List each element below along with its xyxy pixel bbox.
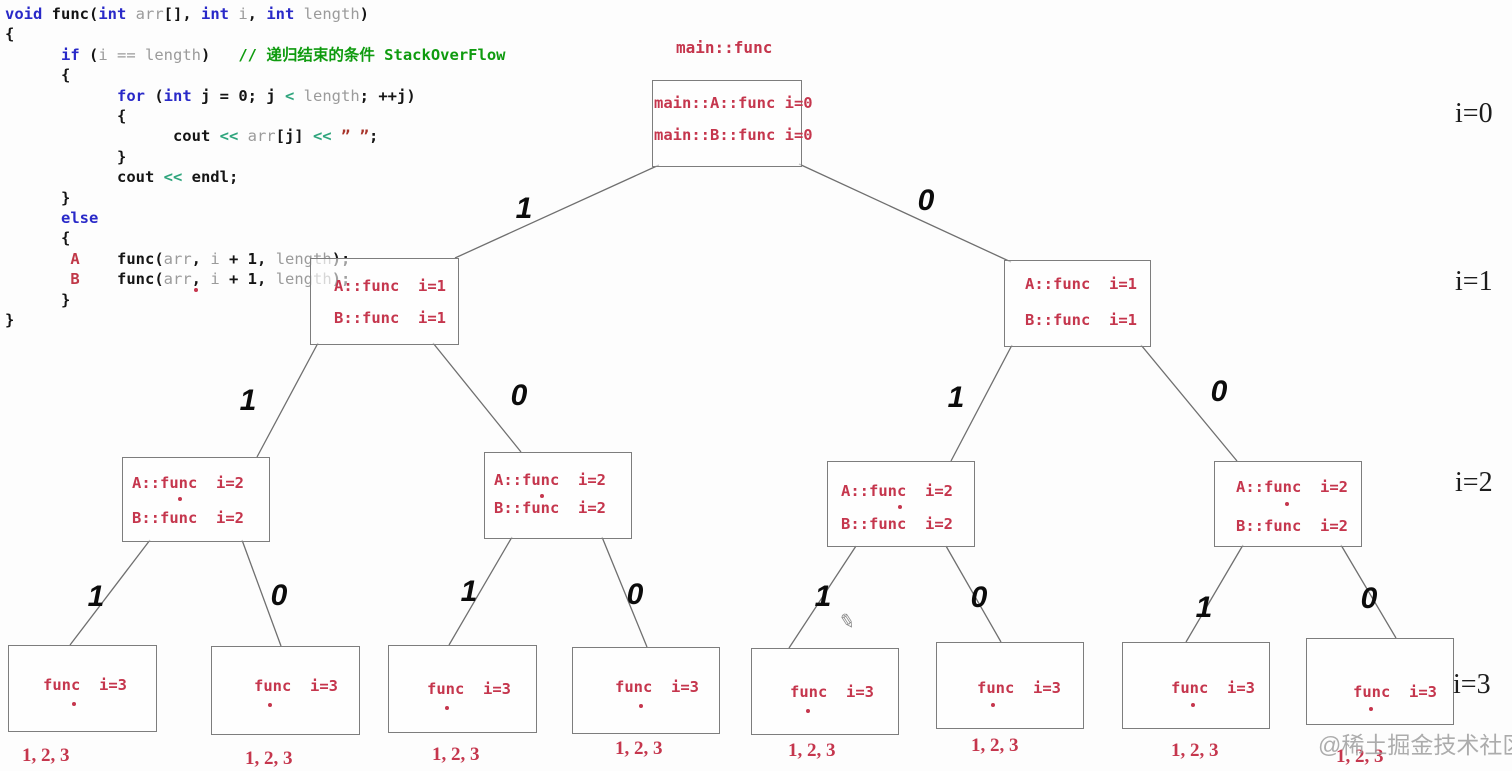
node-line: A::func i=1 bbox=[334, 277, 446, 295]
marker-dot bbox=[178, 497, 182, 501]
node-leaf-3: func i=3 bbox=[388, 645, 537, 733]
node-line: B::func i=2 bbox=[132, 509, 244, 527]
node-line: main::B::func i=0 bbox=[654, 126, 813, 144]
node-leaf-4: func i=3 bbox=[572, 647, 720, 734]
node-line: main::A::func i=0 bbox=[654, 94, 813, 112]
marker-dot bbox=[991, 703, 995, 707]
marker-dot bbox=[268, 703, 272, 707]
marker-dot bbox=[540, 494, 544, 498]
leaf-output: 1, 2, 3 bbox=[1336, 746, 1384, 767]
node-leaf-1: func i=3 bbox=[8, 645, 157, 732]
edge-label: 0 bbox=[917, 184, 935, 217]
edge-label: 0 bbox=[270, 579, 288, 612]
edge-label: 0 bbox=[1360, 582, 1378, 615]
leaf-output: 1, 2, 3 bbox=[432, 744, 480, 765]
node-leaf-7: func i=3 bbox=[1122, 642, 1270, 729]
marker-dot bbox=[898, 505, 902, 509]
node-l2-3: A::func i=2 B::func i=2 bbox=[827, 461, 975, 547]
node-l2-4: A::func i=2 B::func i=2 bbox=[1214, 461, 1362, 547]
edge-label: 1 bbox=[814, 580, 832, 613]
node-line: func i=3 bbox=[615, 678, 699, 696]
node-line: B::func i=2 bbox=[494, 499, 606, 517]
node-line: func i=3 bbox=[790, 683, 874, 701]
edge-label: 1 bbox=[239, 384, 257, 417]
edge-label: 0 bbox=[970, 581, 988, 614]
leaf-output: 1, 2, 3 bbox=[1171, 740, 1219, 761]
leaf-output: 1, 2, 3 bbox=[971, 735, 1019, 756]
edge-label: 0 bbox=[1210, 375, 1228, 408]
watermark: @稀土掘金技术社区 bbox=[1318, 732, 1512, 758]
marker-dot bbox=[445, 706, 449, 710]
marker-dot bbox=[1285, 502, 1289, 506]
node-line: func i=3 bbox=[254, 677, 338, 695]
node-l2-2: A::func i=2 B::func i=2 bbox=[484, 452, 632, 539]
edge-label: 1 bbox=[947, 381, 965, 414]
edge-label: 1 bbox=[515, 192, 533, 225]
node-leaf-8: func i=3 bbox=[1306, 638, 1454, 725]
edge-label: 1 bbox=[1195, 591, 1213, 624]
node-line: B::func i=2 bbox=[841, 515, 953, 533]
node-l2-1: A::func i=2 B::func i=2 bbox=[122, 457, 270, 542]
root-caption: main::func bbox=[676, 38, 773, 57]
edge-label: 1 bbox=[87, 580, 105, 613]
level-label-2: i=2 bbox=[1455, 467, 1493, 498]
node-line: func i=3 bbox=[43, 676, 127, 694]
node-l1-left: A::func i=1 B::func i=1 bbox=[310, 258, 459, 345]
level-label-3: i=3 bbox=[1453, 669, 1491, 700]
leaf-output: 1, 2, 3 bbox=[615, 738, 663, 759]
node-line: func i=3 bbox=[427, 680, 511, 698]
node-line: A::func i=2 bbox=[494, 471, 606, 489]
edge-label: 1 bbox=[460, 575, 478, 608]
marker-dot bbox=[1369, 707, 1373, 711]
node-line: A::func i=2 bbox=[841, 482, 953, 500]
node-line: A::func i=2 bbox=[132, 474, 244, 492]
marker-dot bbox=[639, 704, 643, 708]
node-line: B::func i=1 bbox=[334, 309, 446, 327]
node-line: B::func i=2 bbox=[1236, 517, 1348, 535]
node-line: A::func i=2 bbox=[1236, 478, 1348, 496]
node-l1-right: A::func i=1 B::func i=1 bbox=[1004, 260, 1151, 347]
leaf-output: 1, 2, 3 bbox=[245, 748, 293, 769]
marker-dot bbox=[72, 702, 76, 706]
leaf-output: 1, 2, 3 bbox=[22, 745, 70, 766]
node-leaf-6: func i=3 bbox=[936, 642, 1084, 729]
edge-label: 0 bbox=[626, 578, 644, 611]
marker-dot bbox=[806, 709, 810, 713]
current-position-dot bbox=[194, 288, 198, 292]
node-leaf-5: func i=3 bbox=[751, 648, 899, 735]
edge-label: 0 bbox=[510, 379, 528, 412]
node-line: B::func i=1 bbox=[1025, 311, 1137, 329]
code-block: void func(int arr[], int i, int length){… bbox=[5, 5, 506, 330]
node-root: main::A::func i=0 main::B::func i=0 bbox=[652, 80, 813, 167]
marker-dot bbox=[1191, 703, 1195, 707]
node-line: func i=3 bbox=[1353, 683, 1437, 701]
node-line: func i=3 bbox=[1171, 679, 1255, 697]
level-label-0: i=0 bbox=[1455, 98, 1493, 129]
node-leaf-2: func i=3 bbox=[211, 646, 360, 735]
node-line: A::func i=1 bbox=[1025, 275, 1137, 293]
leaf-output: 1, 2, 3 bbox=[788, 740, 836, 761]
level-label-1: i=1 bbox=[1455, 266, 1493, 297]
node-line: func i=3 bbox=[977, 679, 1061, 697]
